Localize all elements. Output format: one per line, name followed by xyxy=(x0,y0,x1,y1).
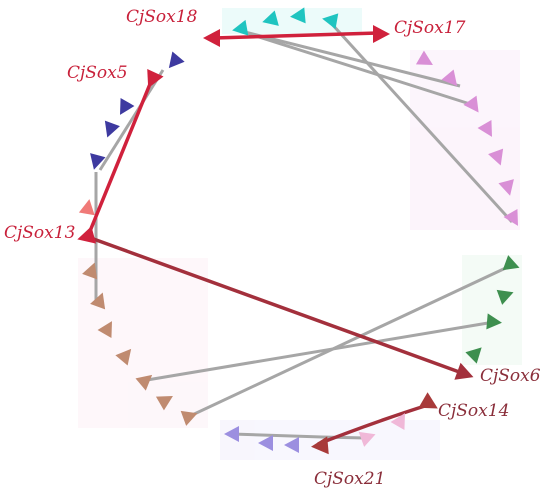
triangle-marker xyxy=(232,19,249,36)
link-navy-to-salmon xyxy=(98,69,165,171)
triangle-marker xyxy=(104,120,120,138)
marker-halos xyxy=(78,8,522,460)
triangle-marker xyxy=(496,289,514,305)
triangle-marker xyxy=(224,426,239,442)
grey-links xyxy=(94,20,514,440)
triangle-marker xyxy=(97,321,112,339)
lavender-markers xyxy=(224,426,299,453)
sox21-arrowhead xyxy=(311,436,329,455)
triangle-marker xyxy=(90,292,106,310)
sox5-arrowhead xyxy=(147,68,164,89)
triangle-marker xyxy=(135,374,153,391)
link-cyan-to-pink-1 xyxy=(236,28,461,88)
triangle-marker xyxy=(262,10,279,26)
triangle-marker xyxy=(290,7,306,24)
triangle-marker xyxy=(78,199,95,216)
link-cyan-to-pink-3 xyxy=(328,20,514,224)
light-pink-markers xyxy=(358,413,405,447)
halo-pink xyxy=(410,50,520,230)
label-sox21: CjSox21 xyxy=(314,469,385,489)
triangle-marker xyxy=(477,119,492,137)
halo-green xyxy=(462,255,522,365)
label-sox18: CjSox18 xyxy=(126,7,198,27)
triangle-marker xyxy=(415,50,433,65)
sox17-arrowhead xyxy=(373,25,390,43)
triangle-marker xyxy=(390,413,405,431)
triangle-marker xyxy=(168,51,185,69)
triangle-marker xyxy=(115,348,132,366)
pink-markers xyxy=(415,50,518,226)
link-brown-to-green-2 xyxy=(189,263,513,418)
triangle-marker xyxy=(502,255,520,271)
label-sox14: CjSox14 xyxy=(438,401,509,421)
cyan-markers xyxy=(232,7,339,36)
brown-markers xyxy=(82,262,198,426)
triangle-marker xyxy=(486,313,502,330)
link-sox17-sox18 xyxy=(213,31,379,40)
sox13-arrowhead xyxy=(77,226,97,244)
triangle-marker xyxy=(120,97,135,115)
triangle-marker xyxy=(463,95,479,113)
link-sox13-sox6 xyxy=(87,235,463,375)
triangle-marker xyxy=(498,179,514,196)
triangle-marker xyxy=(503,208,518,226)
triangle-marker xyxy=(82,262,98,280)
triangle-marker xyxy=(358,431,376,447)
link-brown-to-green-1 xyxy=(146,320,495,382)
sox18-arrowhead xyxy=(203,29,220,47)
triangle-marker xyxy=(90,153,106,170)
green-markers xyxy=(465,255,520,364)
label-sox5: CjSox5 xyxy=(67,63,128,83)
triangle-marker xyxy=(465,347,482,364)
highlight-links xyxy=(86,31,463,446)
link-sox13-sox5 xyxy=(86,83,152,237)
sox14-arrowhead xyxy=(418,392,438,409)
link-lavender xyxy=(231,432,366,440)
triangle-marker xyxy=(284,437,299,453)
sox6-arrowhead xyxy=(454,362,474,380)
triangle-marker xyxy=(180,410,198,426)
gene-labels: CjSox18 CjSox17 CjSox5 CjSox13 CjSox6 Cj… xyxy=(4,7,541,489)
triangle-marker xyxy=(258,435,273,451)
triangle-marker xyxy=(488,148,504,166)
triangle-marker xyxy=(155,396,173,411)
label-sox6: CjSox6 xyxy=(480,366,541,386)
triangle-marker xyxy=(322,13,339,30)
label-sox13: CjSox13 xyxy=(4,223,75,243)
highlight-arrowheads xyxy=(77,25,474,455)
link-cyan-to-pink-2 xyxy=(236,28,471,106)
salmon-markers xyxy=(78,199,95,216)
navy-markers xyxy=(90,51,185,170)
halo-brown xyxy=(78,258,208,428)
triangle-marker xyxy=(441,69,458,87)
link-sox21-sox14 xyxy=(317,403,429,446)
label-sox17: CjSox17 xyxy=(394,18,466,38)
